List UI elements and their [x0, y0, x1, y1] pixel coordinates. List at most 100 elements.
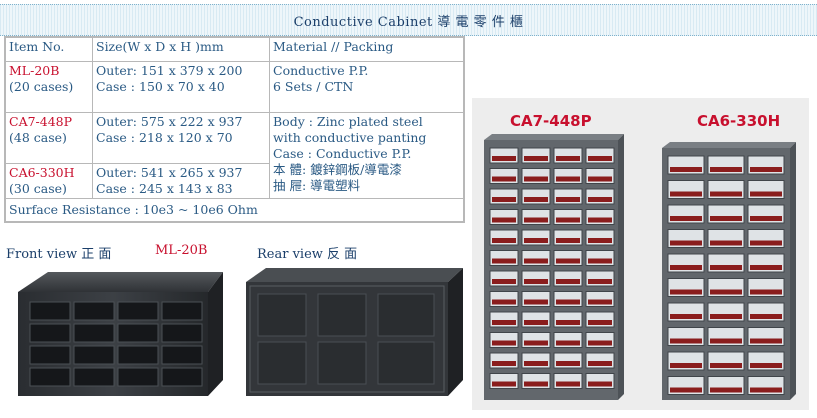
drawer-label-strip [588, 258, 612, 264]
front-view-label: Front view 正 面 [6, 247, 112, 262]
cabinet-ca6-330h-image [662, 142, 796, 400]
rear-view-image [246, 268, 463, 396]
drawer-label-strip [670, 216, 702, 221]
material-line: Conductive P.P. [273, 63, 369, 78]
drawer-label-strip [588, 361, 612, 366]
drawer-label-strip [750, 167, 782, 172]
item-cell: CA6-330H(30 case) [4, 163, 93, 199]
drawer-label-strip [750, 191, 782, 197]
outer-size: Outer: 541 x 265 x 937 [96, 165, 243, 180]
table-header-row: Item No. Size(W x D x H )mm Material // … [4, 36, 465, 62]
material-line: with conductive panting [273, 130, 427, 145]
drawer-label-strip [588, 340, 612, 346]
drawer-label-strip [492, 197, 516, 202]
drawer-label-strip [710, 240, 742, 246]
drawer-label-strip [492, 258, 516, 264]
drawer-label-strip [492, 238, 516, 243]
drawer-label-strip [524, 299, 548, 305]
header-size: Size(W x D x H )mm [92, 36, 270, 62]
drawer-label-strip [492, 279, 516, 284]
drawer-label-strip [750, 387, 782, 393]
drawer-label-strip [588, 197, 612, 202]
drawer-label-strip [492, 361, 516, 366]
surface-resistance: Surface Resistance : 10e3 ~ 10e6 Ohm [4, 198, 465, 223]
item-cell: ML-20B(20 cases) [4, 61, 93, 113]
drawer-label-strip [556, 299, 580, 305]
header-material: Material // Packing [269, 36, 465, 62]
drawer-label-strip [492, 299, 516, 305]
drawer-label-strip [670, 265, 702, 270]
drawer-label-strip [710, 265, 742, 270]
material-line: Body : Zinc plated steel [273, 114, 423, 129]
drawer-label-strip [524, 340, 548, 346]
material-line: 抽 屜: 導電塑料 [273, 178, 361, 193]
drawer-label-strip [524, 156, 548, 161]
drawer-label-strip [750, 289, 782, 295]
material-line: Case : Conductive P.P. [273, 146, 412, 161]
drawer-label-strip [524, 279, 548, 284]
drawer-label-strip [750, 216, 782, 221]
title-bar: Conductive Cabinet 導 電 零 件 櫃 [0, 4, 817, 36]
drawer-label-strip [556, 361, 580, 366]
table-row: CA6-330H(30 case) Outer: 541 x 265 x 937… [4, 163, 464, 199]
drawer-label-strip [588, 299, 612, 305]
drawer-label-strip [492, 381, 516, 387]
drawer-label-strip [710, 167, 742, 172]
spec-table: Item No. Size(W x D x H )mm Material // … [4, 36, 465, 223]
drawer-label-strip [492, 156, 516, 161]
rear-view-label: Rear view 反 面 [257, 247, 358, 262]
drawer-label-strip [670, 167, 702, 172]
cabinet-label-left: CA7-448P [510, 112, 592, 130]
drawer-label-strip [750, 363, 782, 368]
drawer-label-strip [710, 289, 742, 295]
header-item: Item No. [4, 36, 93, 62]
drawer-label-strip [556, 217, 580, 223]
drawer-label-strip [670, 240, 702, 246]
cabinet-ca7-448p-image [484, 134, 624, 400]
drawer-label-strip [710, 216, 742, 221]
drawer-label-strip [750, 265, 782, 270]
drawer-label-strip [670, 338, 702, 344]
drawer-label-strip [556, 279, 580, 284]
table-footer-row: Surface Resistance : 10e3 ~ 10e6 Ohm [4, 198, 465, 223]
case-size: Case : 150 x 70 x 40 [96, 79, 225, 94]
drawer-label-strip [556, 156, 580, 161]
drawer-label-strip [670, 363, 702, 368]
front-view-image [18, 272, 223, 396]
drawer-label-strip [710, 338, 742, 344]
item-cell: CA7-448P(48 case) [4, 112, 93, 164]
drawer-label-strip [556, 320, 580, 325]
item-qty: (30 case) [9, 181, 67, 196]
item-qty: (20 cases) [9, 79, 74, 94]
page-title: Conductive Cabinet 導 電 零 件 櫃 [293, 14, 524, 30]
drawer-label-strip [670, 314, 702, 319]
drawer-label-strip [524, 320, 548, 325]
case-size: Case : 218 x 120 x 70 [96, 130, 233, 145]
drawer-label-strip [750, 338, 782, 344]
drawer-label-strip [556, 197, 580, 202]
drawer-label-strip [588, 156, 612, 161]
drawer-label-strip [524, 176, 548, 182]
drawer-label-strip [556, 176, 580, 182]
drawer-label-strip [556, 238, 580, 243]
drawer-label-strip [556, 258, 580, 264]
drawer-label-strip [670, 387, 702, 393]
drawer-label-strip [588, 320, 612, 325]
drawer-label-strip [670, 289, 702, 295]
drawer-label-strip [750, 314, 782, 319]
item-no: CA7-448P [9, 114, 73, 129]
drawer-label-strip [750, 240, 782, 246]
item-qty: (48 case) [9, 130, 67, 145]
drawer-label-strip [588, 217, 612, 223]
drawer-label-strip [588, 381, 612, 387]
drawer-label-strip [524, 197, 548, 202]
drawer-label-strip [524, 217, 548, 223]
outer-size: Outer: 151 x 379 x 200 [96, 63, 243, 78]
drawer-label-strip [524, 381, 548, 387]
drawer-label-strip [524, 258, 548, 264]
drawer-label-strip [556, 340, 580, 346]
drawer-label-strip [492, 320, 516, 325]
